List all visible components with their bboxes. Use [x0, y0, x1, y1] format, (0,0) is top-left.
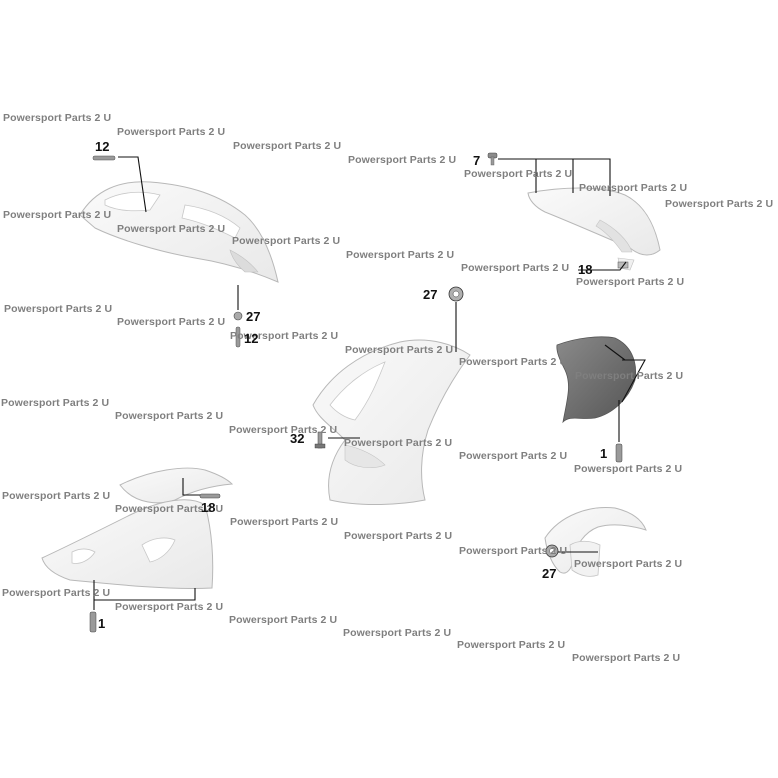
watermark: Powersport Parts 2 U — [575, 370, 684, 382]
watermark: Powersport Parts 2 U — [348, 154, 457, 166]
watermark: Powersport Parts 2 U — [3, 209, 112, 221]
watermark: Powersport Parts 2 U — [346, 249, 455, 261]
watermark: Powersport Parts 2 U — [343, 627, 452, 639]
lower-belly-pan — [41, 467, 234, 589]
watermark: Powersport Parts 2 U — [233, 140, 342, 152]
bolt-1-right — [615, 443, 623, 463]
upper-front-fairing — [79, 181, 279, 283]
watermark: Powersport Parts 2 U — [459, 545, 568, 557]
side-fairing-panel — [312, 339, 471, 505]
watermark: Powersport Parts 2 U — [115, 410, 224, 422]
hardware — [89, 152, 629, 633]
watermark: Powersport Parts 2 U — [3, 112, 112, 124]
watermark: Powersport Parts 2 U — [4, 303, 113, 315]
watermark: Powersport Parts 2 U — [115, 601, 224, 613]
watermark: Powersport Parts 2 U — [2, 490, 111, 502]
watermark: Powersport Parts 2 U — [576, 276, 685, 288]
watermark: Powersport Parts 2 U — [115, 503, 224, 515]
inner-dark-panel — [556, 336, 637, 424]
callout-7: 7 — [473, 153, 481, 168]
bolt-18-left — [199, 493, 221, 499]
leader-lines — [93, 156, 646, 610]
watermark: Powersport Parts 2 U — [230, 330, 339, 342]
watermark: Powersport Parts 2 U — [464, 168, 573, 180]
watermark: Powersport Parts 2 U — [117, 126, 226, 138]
callout-12-top: 12 — [95, 139, 110, 154]
bolt-12-left — [235, 326, 241, 348]
watermark: Powersport Parts 2 U — [232, 235, 341, 247]
clip-18-right — [617, 261, 629, 269]
callout-18-right: 18 — [578, 262, 593, 277]
callout-18-left: 18 — [201, 500, 216, 515]
watermark: Powersport Parts 2 U — [117, 223, 226, 235]
watermark: Powersport Parts 2 U — [572, 652, 681, 664]
watermark: Powersport Parts 2 U — [344, 437, 453, 449]
watermark: Powersport Parts 2 U — [459, 450, 568, 462]
watermark: Powersport Parts 2 U — [461, 262, 570, 274]
watermark: Powersport Parts 2 U — [230, 516, 339, 528]
watermark: Powersport Parts 2 U — [457, 639, 566, 651]
watermark: Powersport Parts 2 U — [344, 530, 453, 542]
watermark: Powersport Parts 2 U — [579, 182, 688, 194]
callout-27-bottom: 27 — [542, 566, 557, 581]
front-fender — [544, 506, 647, 577]
bolt-12-top — [92, 155, 116, 161]
bolt-1-left — [89, 611, 97, 633]
watermark: Powersport Parts 2 U — [1, 397, 110, 409]
watermark: Powersport Parts 2 U — [117, 316, 226, 328]
callout-12-left: 12 — [244, 331, 259, 346]
watermark: Powersport Parts 2 U — [574, 463, 683, 475]
nut-27-left — [233, 311, 243, 321]
callout-27-center: 27 — [423, 287, 438, 302]
watermark: Powersport Parts 2 U — [229, 424, 338, 436]
watermark: Powersport Parts 2 U — [229, 614, 338, 626]
watermark: Powersport Parts 2 U — [2, 587, 111, 599]
tail-section — [527, 187, 661, 271]
watermark: Powersport Parts 2 U — [665, 198, 774, 210]
watermark: Powersport Parts 2 U — [459, 356, 568, 368]
watermark: Powersport Parts 2 U — [345, 344, 454, 356]
callout-27-left: 27 — [246, 309, 261, 324]
callout-1-right: 1 — [600, 446, 608, 461]
callout-32: 32 — [290, 431, 305, 446]
callout-1-left: 1 — [98, 616, 106, 631]
bolt-7-shank — [490, 156, 495, 166]
watermark: Powersport Parts 2 U — [574, 558, 683, 570]
